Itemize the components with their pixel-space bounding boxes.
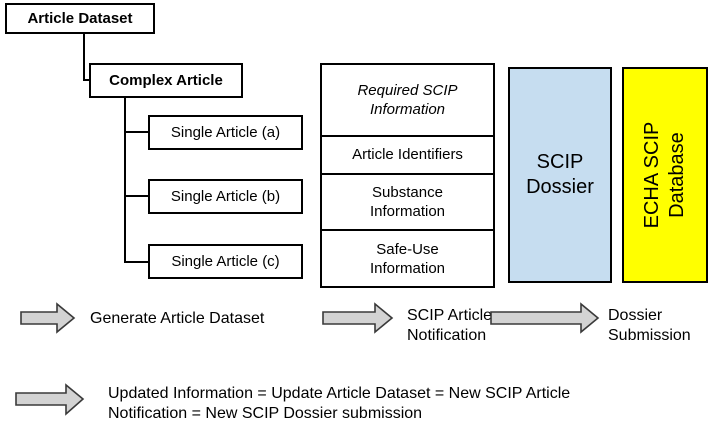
article-identifiers-label: Article Identifiers: [352, 146, 463, 164]
dossier-submission-label: Dossier Submission: [608, 307, 691, 344]
info-table-header-label: Required SCIP Information: [357, 82, 458, 118]
flow-step-label: Generate Article Dataset: [90, 303, 264, 335]
update-arrow-icon: [15, 383, 85, 416]
single-article-b-box: Single Article (b): [148, 179, 303, 214]
required-scip-info-table: Required SCIP Information Article Identi…: [320, 63, 495, 288]
complex-article-box: Complex Article: [89, 63, 243, 98]
info-table-row: Article Identifiers: [322, 137, 493, 175]
update-note: Updated Information = Update Article Dat…: [108, 384, 620, 424]
single-article-b-label: Single Article (b): [170, 188, 281, 205]
flow-arrow-icon: [322, 302, 394, 334]
echa-database-label: ECHA SCIP Database: [641, 121, 688, 229]
flow-step-label: Dossier Submission: [608, 306, 714, 346]
tree-connector-line: [83, 79, 91, 81]
info-table-header: Required SCIP Information: [322, 65, 493, 137]
tree-connector-line: [124, 98, 126, 263]
scip-dossier-box: SCIP Dossier: [508, 67, 612, 283]
info-table-row: Substance Information: [322, 175, 493, 232]
flow-arrow-icon: [490, 302, 600, 334]
complex-article-label: Complex Article: [109, 72, 223, 89]
substance-information-label: Substance Information: [369, 184, 446, 220]
safe-use-information-label: Safe-Use Information: [369, 240, 446, 277]
scip-dossier-label: SCIP Dossier: [526, 151, 594, 198]
flow-step-label: SCIP Article Notification: [407, 306, 499, 346]
scip-article-notification-label: SCIP Article Notification: [407, 307, 493, 344]
article-dataset-label: Article Dataset: [27, 10, 133, 27]
tree-connector-line: [124, 195, 148, 197]
generate-article-dataset-label: Generate Article Dataset: [90, 310, 265, 327]
single-article-c-label: Single Article (c): [171, 253, 280, 270]
info-table-row: Safe-Use Information: [322, 231, 493, 286]
update-note-label: Updated Information = Update Article Dat…: [108, 385, 571, 422]
article-dataset-box: Article Dataset: [5, 3, 155, 34]
single-article-c-box: Single Article (c): [148, 244, 303, 279]
single-article-a-label: Single Article (a): [170, 124, 281, 141]
tree-connector-line: [124, 131, 148, 133]
flow-arrow-icon: [20, 302, 76, 334]
tree-connector-line: [83, 34, 85, 81]
tree-connector-line: [124, 261, 148, 263]
echa-database-box: ECHA SCIP Database: [622, 67, 708, 283]
single-article-a-box: Single Article (a): [148, 115, 303, 150]
